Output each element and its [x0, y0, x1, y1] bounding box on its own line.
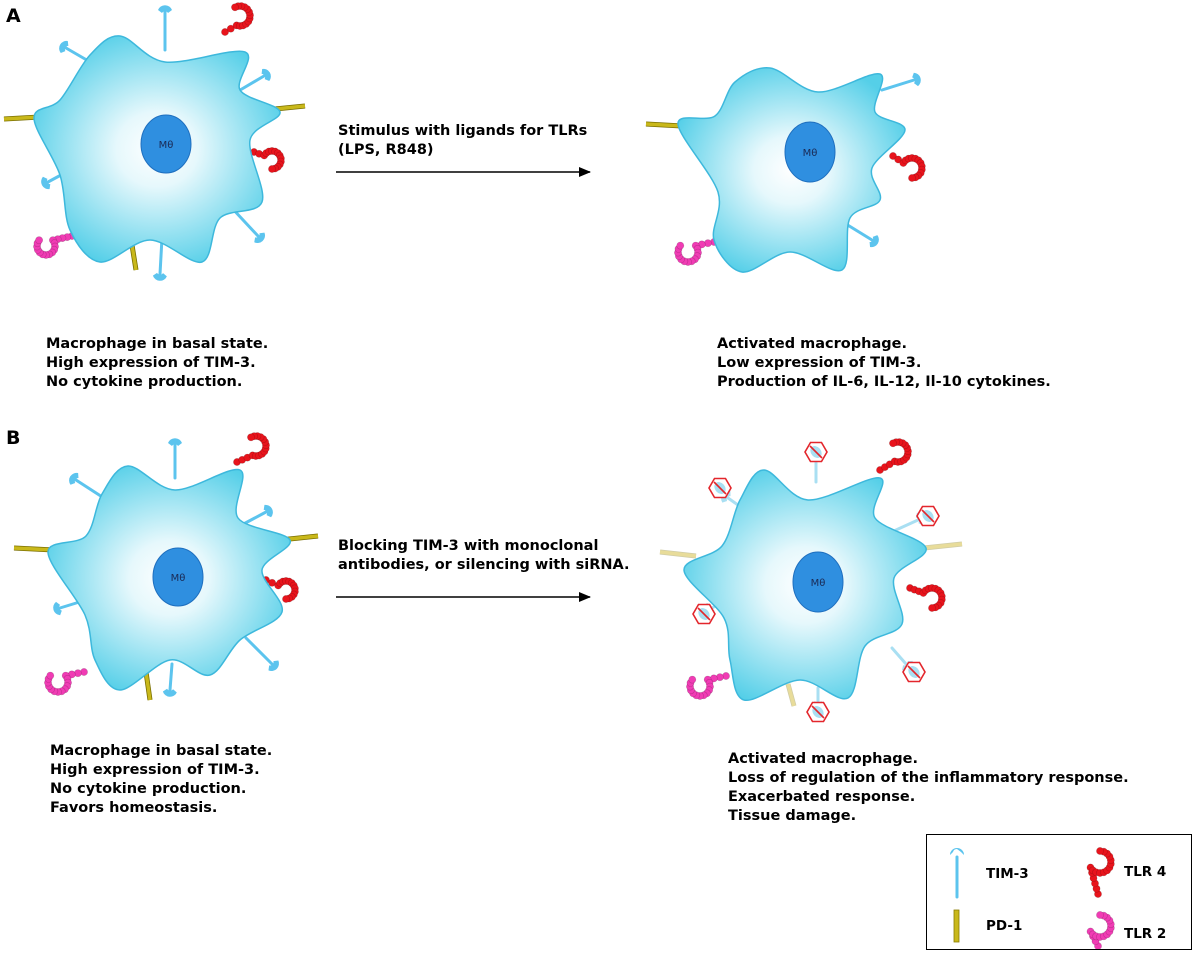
tlr2-receptor: [33, 232, 76, 259]
legend-label-tim3: TIM-3: [986, 866, 1029, 882]
legend-pd1-icon: [953, 909, 960, 943]
arrow-text-b-line-1: Blocking TIM-3 with monoclonal: [338, 538, 599, 554]
nucleus-label-a-right: Mθ: [803, 148, 818, 159]
pd1-receptor-faded: [785, 683, 797, 707]
arrow-text-b-line-2: antibodies, or silencing with siRNA.: [338, 557, 630, 573]
blocking-antibody-icon: [708, 477, 732, 499]
caption-a-right: Activated macrophage. Low expression of …: [717, 335, 1051, 392]
tlr2-receptor: [686, 672, 730, 700]
caption-a-left-line-1: Macrophage in basal state.: [46, 336, 269, 352]
tim3-receptor: [168, 438, 182, 480]
blocking-antibody-icon: [806, 701, 830, 723]
caption-b-right-line-4: Tissue damage.: [728, 808, 857, 824]
caption-a-left-line-2: High expression of TIM-3.: [46, 355, 256, 371]
caption-b-left-line-4: Favors homeostasis.: [50, 800, 218, 816]
arrow-text-panel-b: Blocking TIM-3 with monoclonal antibodie…: [338, 537, 630, 575]
caption-a-left-line-3: No cytokine production.: [46, 374, 243, 390]
nucleus-a-right: [784, 121, 836, 183]
tim3-receptor: [162, 662, 177, 697]
caption-b-left-line-1: Macrophage in basal state.: [50, 743, 273, 759]
caption-b-left-line-2: High expression of TIM-3.: [50, 762, 260, 778]
blocking-antibody-icon: [902, 661, 926, 683]
panel-b-letter: B: [6, 427, 20, 449]
nucleus-a-left: [140, 114, 192, 174]
tim3-receptor: [844, 222, 879, 248]
pd1-receptor-faded: [659, 549, 697, 559]
pd1-receptor-faded: [923, 541, 963, 551]
pd1-receptor: [143, 671, 153, 701]
arrow-text-a-line-2: (LPS, R848): [338, 142, 434, 158]
caption-b-right-line-1: Activated macrophage.: [728, 751, 918, 767]
tlr4-receptor: [262, 576, 299, 603]
legend-label-tlr4: TLR 4: [1124, 864, 1167, 880]
tlr4-receptor: [876, 438, 912, 474]
caption-b-left: Macrophage in basal state. High expressi…: [50, 742, 272, 818]
panel-a-letter: A: [6, 5, 21, 27]
legend-label-tlr2: TLR 2: [1124, 926, 1167, 942]
pd1-receptor: [129, 244, 139, 271]
tlr4-icon: [1086, 847, 1115, 898]
tlr4-receptor: [889, 152, 926, 182]
caption-a-right-line-1: Activated macrophage.: [717, 336, 907, 352]
tlr4-receptor: [221, 2, 254, 36]
caption-b-right-line-3: Exacerbated response.: [728, 789, 916, 805]
legend-tlr4-icon: [1086, 847, 1115, 898]
pd1-receptor: [13, 545, 55, 553]
caption-b-right-line-2: Loss of regulation of the inflammatory r…: [728, 770, 1129, 786]
tlr2-icon: [1086, 911, 1115, 950]
blocking-antibody-icon: [916, 505, 940, 527]
tlr2-receptor: [674, 238, 718, 266]
caption-a-right-line-2: Low expression of TIM-3.: [717, 355, 922, 371]
tim3-receptor: [152, 236, 167, 281]
caption-a-right-line-3: Production of IL-6, IL-12, Il-10 cytokin…: [717, 374, 1051, 390]
tim3-receptor: [158, 5, 172, 52]
tlr2-receptor: [44, 668, 88, 696]
nucleus-b-right: [792, 551, 844, 613]
tlr4-receptor: [233, 432, 270, 466]
caption-a-left: Macrophage in basal state. High expressi…: [46, 335, 268, 392]
tlr4-receptor: [906, 584, 946, 612]
legend-tim3-icon: [950, 848, 964, 899]
arrow-text-a-line-1: Stimulus with ligands for TLRs: [338, 123, 588, 139]
arrow-text-panel-a: Stimulus with ligands for TLRs (LPS, R84…: [338, 122, 587, 160]
nucleus-label-b-left: Mθ: [171, 573, 186, 584]
pd1-receptor: [645, 121, 683, 129]
blocking-antibody-icon: [804, 441, 828, 463]
blocking-antibody-icon: [692, 603, 716, 625]
nucleus-label-a-left: Mθ: [159, 140, 174, 151]
nucleus-label-b-right: Mθ: [811, 578, 826, 589]
tim3-receptor: [244, 636, 279, 671]
caption-b-right: Activated macrophage. Loss of regulation…: [728, 750, 1129, 826]
nucleus-b-left: [152, 547, 204, 607]
legend-box: [926, 834, 1192, 950]
legend-tlr2-icon: [1086, 911, 1115, 950]
tim3-receptor: [880, 72, 921, 92]
legend-label-pd1: PD-1: [986, 918, 1023, 934]
caption-b-left-line-3: No cytokine production.: [50, 781, 247, 797]
